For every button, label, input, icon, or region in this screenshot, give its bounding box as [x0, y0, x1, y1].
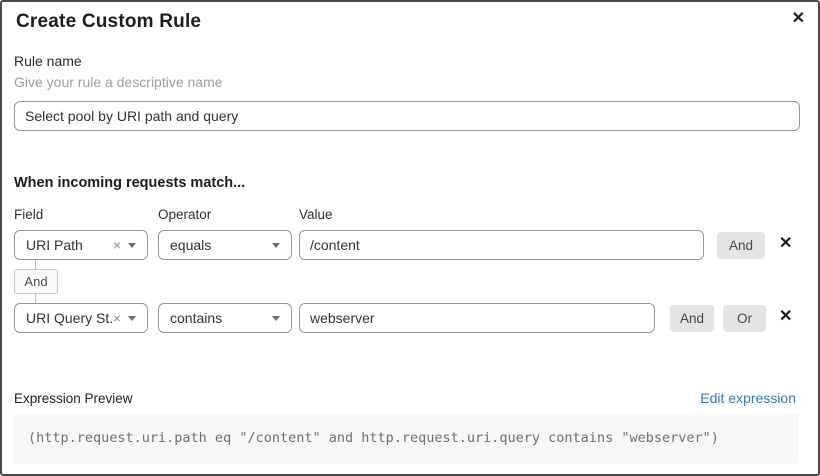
operator-select-row2-value: contains — [170, 310, 223, 326]
chevron-down-icon — [272, 315, 280, 321]
connector-line-top — [35, 260, 36, 270]
dialog-title: Create Custom Rule — [16, 11, 202, 32]
operator-select-row2[interactable]: contains — [158, 303, 292, 333]
field-select-row2[interactable]: URI Query St... × — [14, 303, 148, 333]
operator-select-row1[interactable]: equals — [158, 230, 292, 260]
column-label-field: Field — [14, 207, 44, 222]
clear-selection-icon[interactable]: × — [112, 237, 121, 253]
column-label-operator: Operator — [158, 207, 212, 222]
clear-selection-icon[interactable]: × — [112, 310, 121, 326]
field-select-row1-value: URI Path — [26, 237, 83, 253]
delete-row2-icon[interactable]: ✕ — [779, 308, 793, 325]
delete-row1-icon[interactable]: ✕ — [779, 235, 793, 252]
and-button-row1[interactable]: And — [717, 232, 765, 259]
close-icon[interactable]: ✕ — [791, 10, 805, 27]
chevron-down-icon — [272, 242, 280, 248]
expression-preview-block: (http.request.uri.path eq "/content" and… — [14, 414, 799, 464]
column-label-value: Value — [299, 207, 333, 222]
value-input-row1[interactable] — [299, 230, 704, 260]
connector-and-badge: And — [14, 269, 58, 294]
and-button-row2[interactable]: And — [670, 305, 714, 332]
expression-preview-label: Expression Preview — [14, 391, 133, 406]
or-button-row2[interactable]: Or — [723, 305, 766, 332]
operator-select-row1-value: equals — [170, 237, 212, 253]
connector-line-bottom — [35, 294, 36, 303]
field-select-row1[interactable]: URI Path × — [14, 230, 148, 260]
chevron-down-icon — [128, 315, 136, 321]
value-input-row2[interactable] — [299, 303, 655, 333]
chevron-down-icon — [128, 242, 136, 248]
expression-code: (http.request.uri.path eq "/content" and… — [28, 430, 719, 446]
edit-expression-link[interactable]: Edit expression — [700, 390, 796, 406]
rule-name-label: Rule name — [14, 53, 82, 69]
match-section-heading: When incoming requests match... — [14, 175, 246, 191]
rule-name-hint: Give your rule a descriptive name — [14, 74, 223, 90]
rule-name-input[interactable] — [14, 101, 800, 131]
field-select-row2-value: URI Query St... — [26, 310, 113, 326]
